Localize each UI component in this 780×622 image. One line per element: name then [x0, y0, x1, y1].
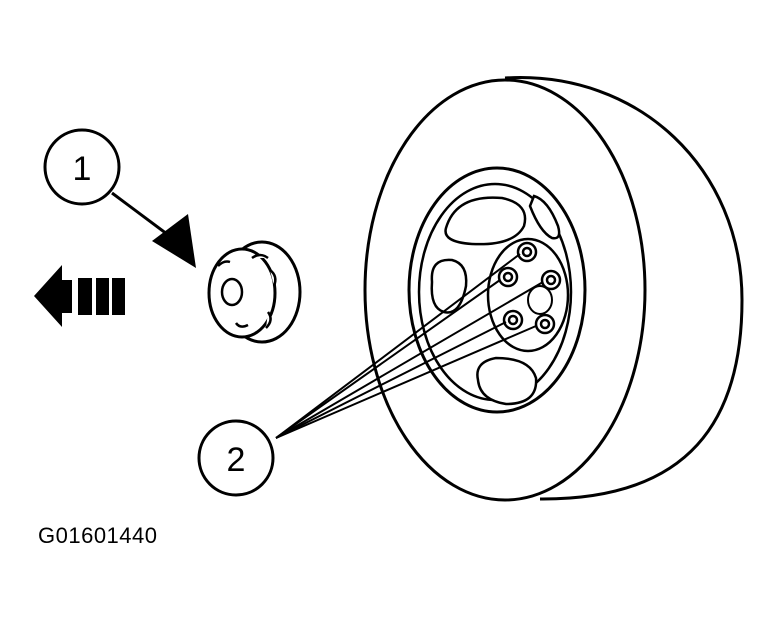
callout-2-leaders — [275, 253, 544, 439]
removal-direction-arrow — [34, 265, 125, 327]
callout-1-label: 1 — [73, 150, 92, 188]
center-cap — [207, 240, 302, 344]
callout-2-label: 2 — [227, 441, 246, 479]
figure-id: G01601440 — [38, 523, 158, 548]
callout-2: 2 — [197, 419, 275, 497]
callout-1: 1 — [43, 128, 121, 206]
callout-1-leader — [111, 191, 196, 268]
lug-nuts — [497, 241, 562, 335]
wheel-tire — [363, 70, 744, 502]
